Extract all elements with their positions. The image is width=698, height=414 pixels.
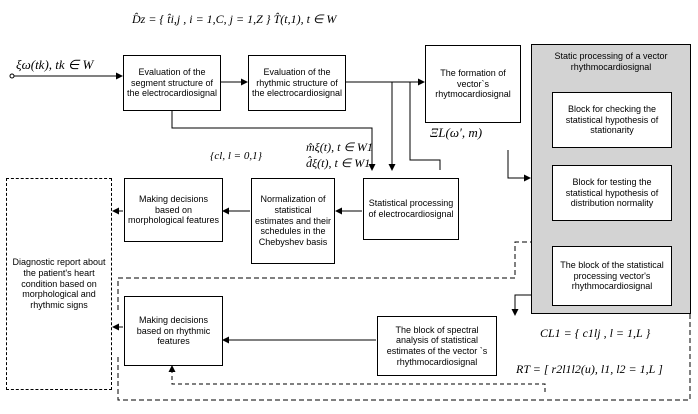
- morph-decisions-text: Making decisions based on morphological …: [127, 194, 220, 226]
- formation-to-static-arrow: [507, 150, 531, 182]
- seg-structure-block: Evaluation of the segment structure of t…: [123, 55, 221, 111]
- stat-processing-text: Statistical processing of electrocardios…: [368, 198, 454, 219]
- diagnostic-report-text: Diagnostic report about the patient's he…: [12, 257, 106, 310]
- r-t-label: RT = [ r2l1l2(u), l1, l2 = 1,L ]: [516, 362, 663, 376]
- stat-processing-block: Statistical processing of electrocardios…: [363, 178, 459, 240]
- rhythm-decisions-block: Making decisions based on rhythmic featu…: [124, 296, 223, 366]
- seg-to-stat-processing-arrow: [171, 110, 376, 171]
- d-set-label: D̂z = { t̂i,j , i = 1,C, j = 1,Z } T̂(t,…: [132, 12, 337, 26]
- m-hat-label: m̂ξ(t), t ∈ W1: [306, 140, 373, 154]
- stationarity-text: Block for checking the statistical hypot…: [565, 104, 659, 136]
- static-panel-title: Static processing of a vector rhythmocar…: [554, 51, 668, 72]
- xi-label: ΞL(ω′, m): [430, 125, 483, 140]
- normalization-text: Normalization of statistical estimates a…: [254, 194, 332, 247]
- diagnostic-report-block: Diagnostic report about the patient's he…: [6, 178, 112, 390]
- input-signal-label: ξω(tk), tk ∈ W: [16, 57, 94, 72]
- formation-text: The formation of vector`s rhytmocardiosi…: [435, 68, 511, 100]
- rhythm-structure-block: Evaluation of the rhythmic structure of …: [248, 55, 346, 111]
- tap2-line: [409, 82, 441, 170]
- formation-block: The formation of vector`s rhytmocardiosi…: [425, 45, 521, 123]
- rhythm-structure-text: Evaluation of the rhythmic structure of …: [251, 67, 343, 99]
- seg-structure-text: Evaluation of the segment structure of t…: [126, 67, 218, 99]
- morph-decisions-block: Making decisions based on morphological …: [124, 178, 223, 242]
- normalization-block: Normalization of statistical estimates a…: [251, 178, 335, 264]
- input-node: [9, 73, 15, 79]
- static-to-spectral-arrow: [511, 294, 531, 316]
- stat-processing-vector-block: The block of the statistical processing …: [552, 246, 672, 306]
- stat-processing-vector-text: The block of the statistical processing …: [560, 260, 664, 292]
- c-l-label: CL1 = { c1lj , l = 1,L }: [540, 326, 651, 340]
- spectral-block: The block of spectral analysis of statis…: [377, 316, 497, 376]
- rhythm-decisions-text: Making decisions based on rhythmic featu…: [136, 315, 211, 347]
- r-to-rhythm-decisions-loop: [168, 365, 546, 392]
- normality-block: Block for testing the statistical hypoth…: [552, 165, 672, 221]
- normality-text: Block for testing the statistical hypoth…: [565, 177, 659, 209]
- d-hat-label: d̂ξ(t), t ∈ W1: [306, 156, 371, 170]
- stationarity-block: Block for checking the statistical hypot…: [552, 92, 672, 148]
- spectral-text: The block of spectral analysis of statis…: [386, 324, 488, 367]
- c-set-label: {cl, l = 0,1}: [210, 150, 262, 162]
